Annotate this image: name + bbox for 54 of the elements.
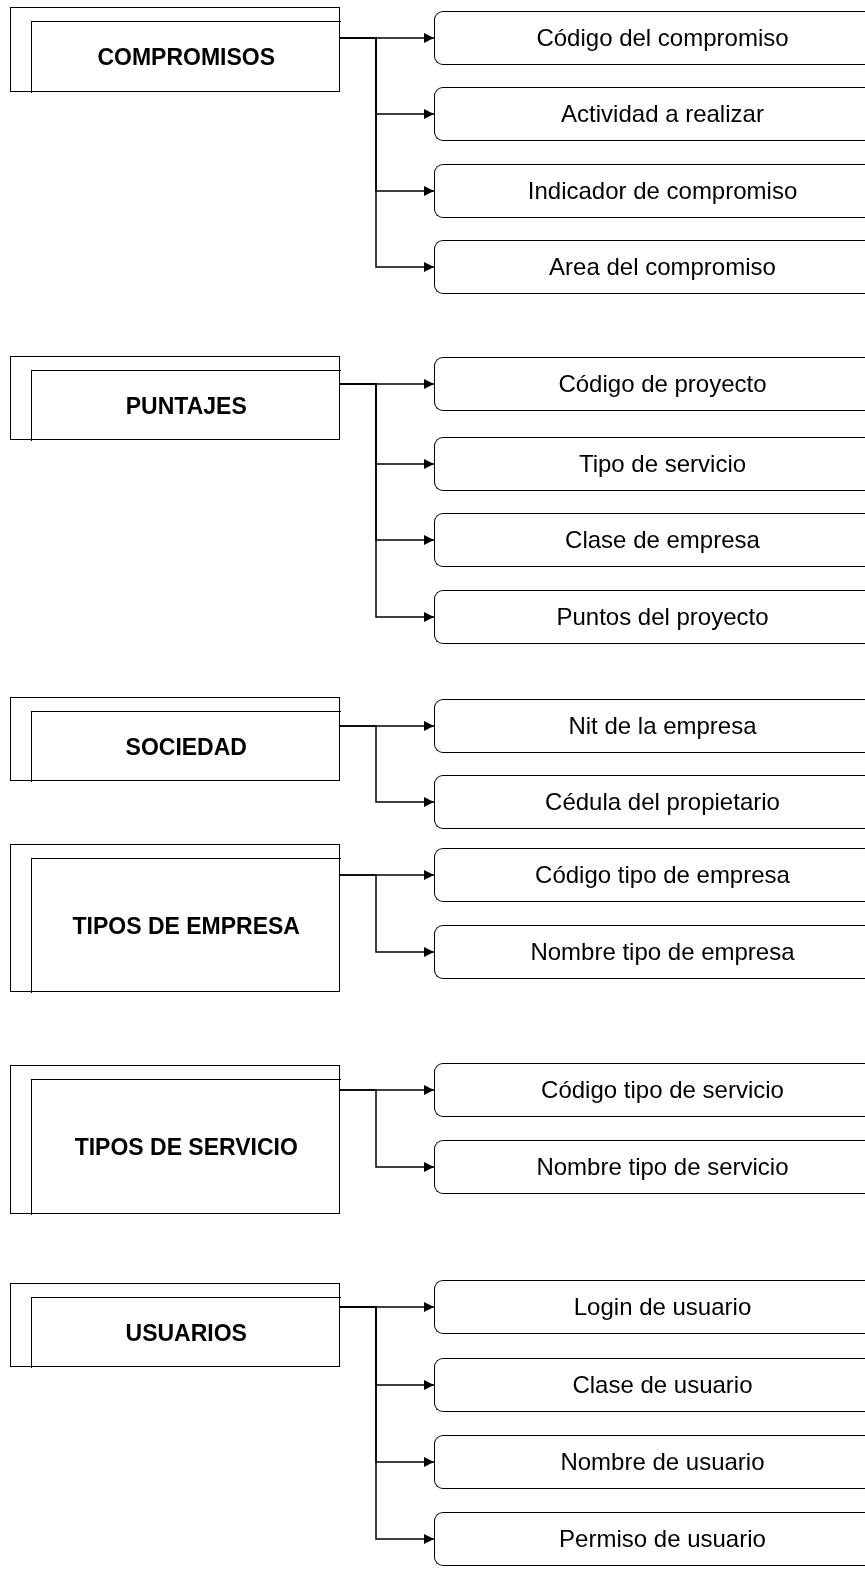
entity-name: USUARIOS [124, 1319, 248, 1346]
attribute-box [434, 848, 865, 902]
entity-box [10, 697, 340, 781]
attribute-box [434, 357, 865, 411]
attribute-box [434, 1280, 865, 1334]
attribute-name: Nombre tipo de empresa [530, 938, 795, 966]
attribute-name: Indicador de compromiso [527, 177, 798, 205]
attribute-box [434, 11, 865, 65]
entity-box [10, 1065, 340, 1214]
attribute-box [434, 1512, 865, 1566]
attribute-box [434, 1435, 865, 1489]
attribute-name: Cédula del propietario [545, 788, 780, 816]
attribute-box [434, 164, 865, 218]
entity-box [10, 844, 340, 992]
entity-name: TIPOS DE SERVICIO [73, 1134, 299, 1161]
arrow [339, 725, 435, 807]
entity-box [10, 1283, 340, 1367]
attribute-box [434, 240, 865, 294]
attribute-name: Puntos del proyecto [556, 603, 769, 631]
attribute-name: Código tipo de servicio [541, 1076, 784, 1104]
attribute-name: Permiso de usuario [559, 1525, 766, 1553]
entity-name: COMPROMISOS [96, 44, 277, 71]
attribute-box [434, 590, 865, 644]
attribute-name: Clase de usuario [572, 1371, 753, 1399]
entity-box [10, 7, 340, 92]
entity-name: PUNTAJES [124, 392, 248, 419]
attribute-name: Código del compromiso [536, 24, 789, 52]
entity-name: SOCIEDAD [124, 733, 248, 760]
attribute-name: Nombre tipo de servicio [536, 1153, 789, 1181]
attribute-name: Código tipo de empresa [535, 861, 790, 889]
attribute-box [434, 87, 865, 141]
entity-name: TIPOS DE EMPRESA [71, 912, 301, 939]
arrow [339, 37, 435, 272]
attribute-box [434, 1358, 865, 1412]
attribute-name: Area del compromiso [549, 253, 776, 281]
attribute-name: Tipo de servicio [578, 450, 747, 478]
entity-box [10, 356, 340, 440]
attribute-box [434, 1140, 865, 1194]
arrow [339, 383, 435, 622]
arrow [339, 874, 435, 957]
arrow [339, 1089, 435, 1172]
attribute-box [434, 1063, 865, 1117]
attribute-box [434, 513, 865, 567]
attribute-name: Código de proyecto [558, 370, 767, 398]
attribute-name: Actividad a realizar [561, 100, 764, 128]
attribute-name: Login de usuario [573, 1293, 752, 1321]
attribute-box [434, 925, 865, 979]
attribute-box [434, 699, 865, 753]
attribute-box [434, 775, 865, 829]
arrow [339, 1306, 435, 1544]
attribute-name: Clase de empresa [565, 526, 760, 554]
attribute-box [434, 437, 865, 491]
attribute-name: Nit de la empresa [568, 712, 757, 740]
attribute-name: Nombre de usuario [560, 1448, 765, 1476]
